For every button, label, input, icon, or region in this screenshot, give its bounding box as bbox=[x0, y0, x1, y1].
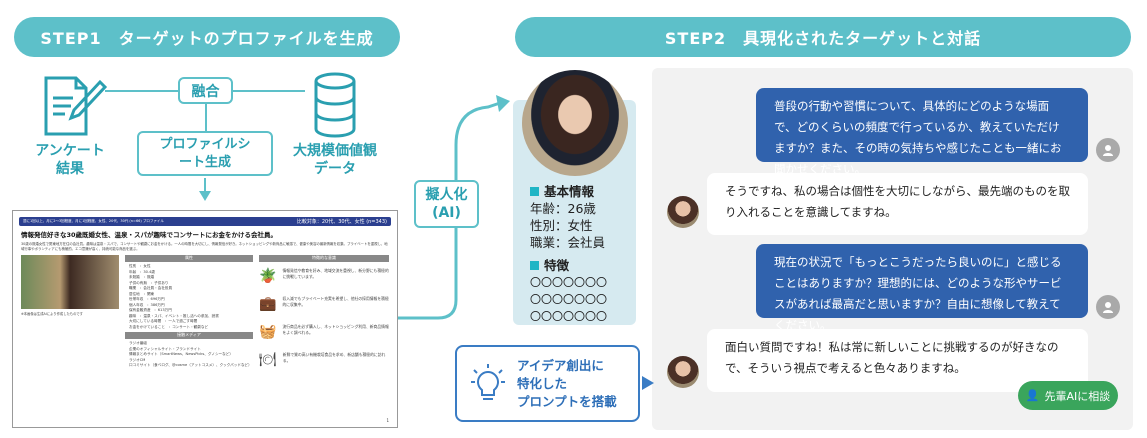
consult-button-label: 先輩AIに相談 bbox=[1044, 389, 1111, 403]
doc-trait: 収入減でもプライベート充実を希望し、他社の採用情報を積極的に収集中。 bbox=[282, 296, 389, 307]
fusion-box: 融合 bbox=[178, 77, 233, 104]
doc-media-header: 接触メディア bbox=[125, 332, 253, 339]
persona-feature: 〇〇〇〇〇〇〇 bbox=[530, 293, 607, 306]
chat-message-user: 現在の状況で「もっとこうだったら良いのに」と感じることはありますか？理想的には、… bbox=[756, 244, 1088, 332]
doc-trait: 情報発信や教育を好み、地域交流を重視し、新分野にも積極的に挑戦しています。 bbox=[282, 268, 389, 279]
doc-media: 情報まとめサイト（SmartNews、NewsPicks、グノシーなど） bbox=[129, 352, 233, 356]
bullet-square-icon bbox=[530, 187, 539, 196]
lightbulb-icon bbox=[471, 363, 505, 400]
prompt-feature-label: アイデア創出に 特化した プロンプトを搭載 bbox=[517, 357, 617, 409]
doc-title: 情報発信好きな30歳既婚女性、温泉・スパが趣味でコンサートにお金をかける会社員。 bbox=[21, 231, 278, 239]
persona-job: 職業：会社員 bbox=[530, 235, 606, 250]
persona-feature-header: 特徴 bbox=[544, 258, 570, 273]
doc-summary: 30歳の既婚女性で関東地方在住の会社員。趣味は温泉・スパで、コンサートや観劇にお… bbox=[21, 242, 388, 251]
doc-attr: 居住地 ：関東 bbox=[129, 291, 155, 296]
doc-trait: 流行商品を必ず購入し、ネットショッピング利用、新商品情報をよく調べれる。 bbox=[282, 324, 389, 335]
step1-title: STEP1 ターゲットのプロファイルを生成 bbox=[40, 29, 374, 48]
user-avatar-icon bbox=[1096, 138, 1120, 162]
doc-attr: 世帯年収 ：696万円 bbox=[129, 297, 165, 301]
pointer-triangle-icon bbox=[642, 376, 654, 390]
doc-attr: 未既婚 ：既婚 bbox=[129, 275, 155, 279]
bullet-square-icon bbox=[530, 261, 539, 270]
doc-trait: 新鮮で質の高い有機栽培食品を求め、新店舗も積極的に訪れる。 bbox=[282, 352, 386, 363]
connector-line bbox=[205, 100, 207, 132]
doc-media: 企業のオフィシャルサイト・ブランドサイト bbox=[129, 346, 201, 351]
doc-trait-header: 特徴的な意識 bbox=[259, 255, 389, 262]
basket-icon: 🧺 bbox=[259, 324, 277, 340]
survey-icon bbox=[44, 76, 108, 136]
doc-attr: 大切にしている時間 ：一人で過ごす時間 bbox=[129, 319, 198, 323]
user-avatar-icon bbox=[1096, 295, 1120, 319]
persona-avatar bbox=[667, 356, 699, 388]
doc-attr: 個人年収 ：386万円 bbox=[129, 302, 165, 307]
doc-attr: 保有金融資産 ：613万円 bbox=[129, 308, 172, 312]
persona-feature: 〇〇〇〇〇〇〇 bbox=[530, 310, 607, 323]
bigdata-label: 大規模価値観データ bbox=[293, 143, 377, 177]
doc-media: 口コミサイト（食べログ、@cosme（アットコスメ）、クックパッドなど） bbox=[129, 363, 252, 367]
step1-header: STEP1 ターゲットのプロファイルを生成 bbox=[14, 17, 400, 57]
doc-media: ラジオ番組 bbox=[129, 341, 147, 345]
prompt-feature-box: アイデア創出に 特化した プロンプトを搭載 bbox=[455, 345, 640, 422]
doc-attr: 性別 ：女性 bbox=[129, 264, 151, 268]
consult-senior-ai-button[interactable]: 👤 先輩AIに相談 bbox=[1018, 381, 1118, 410]
chat-message-persona: そうですね、私の場合は個性を大切にしながら、最先端のものを取り入れることを意識し… bbox=[707, 173, 1088, 235]
chat-message-user: 普段の行動や習慣について、具体的にどのような場面で、どのくらいの頻度で行っている… bbox=[756, 88, 1088, 176]
down-arrow-icon bbox=[199, 178, 211, 201]
briefcase-icon: 💼 bbox=[259, 296, 277, 312]
persona-gender: 性別：女性 bbox=[530, 218, 593, 233]
persona-avatar bbox=[667, 196, 699, 228]
doc-attr: 子供の有無 ：子供あり bbox=[129, 280, 169, 285]
chat-message-persona: 面白い質問ですね！私は常に新しいことに挑戦するのが好きなので、そういう視点で考え… bbox=[707, 329, 1088, 392]
persona-age: 年齢：26歳 bbox=[530, 201, 596, 216]
step2-title: STEP2 具現化されたターゲットと対話 bbox=[664, 29, 982, 48]
doc-media: ラジオCM bbox=[129, 357, 146, 362]
doc-photo bbox=[21, 255, 119, 309]
doc-attr: 職業 ：会社員・会社役員 bbox=[129, 286, 173, 290]
database-icon bbox=[314, 72, 356, 138]
doc-photo-note: ※本画像は生成AIにより作成したものです bbox=[21, 312, 83, 316]
step2-header: STEP2 具現化されたターゲットと対話 bbox=[515, 17, 1131, 57]
persona-basic-header: 基本情報 bbox=[544, 184, 595, 199]
doc-page-number: 1 bbox=[386, 418, 389, 423]
doc-header-right: 比較対象：20代、30代、女性 (n=343) bbox=[296, 219, 387, 225]
profile-sheet-document: 週に1回以上、月に2〜3回程度、月に1回程度、女性、20代、30代 (n=66)… bbox=[12, 210, 398, 428]
ai-personify-label: 擬人化 (AI) bbox=[425, 187, 468, 221]
doc-attr: 趣味 ：温泉・スパ、イベント・推し活への参加、読書 bbox=[129, 313, 219, 318]
dining-icon: 🍽 bbox=[259, 352, 277, 368]
doc-attr: お金をかけていること ：コンサート・観劇など bbox=[129, 324, 209, 329]
doc-attr-header: 属性 bbox=[125, 255, 253, 262]
survey-label: アンケート結果 bbox=[35, 143, 105, 177]
watering-can-icon: 🪴 bbox=[259, 268, 277, 284]
persona-portrait bbox=[522, 70, 628, 176]
doc-attr: 年齢 ：30.4歳 bbox=[129, 269, 155, 274]
ai-personify-box: 擬人化 (AI) bbox=[414, 180, 479, 228]
profile-sheet-box: プロファイルシート生成 bbox=[137, 131, 273, 176]
add-user-icon: 👤 bbox=[1025, 389, 1040, 402]
persona-feature: 〇〇〇〇〇〇〇 bbox=[530, 276, 607, 289]
doc-header-left: 週に1回以上、月に2〜3回程度、月に1回程度、女性、20代、30代 (n=66)… bbox=[23, 219, 164, 223]
